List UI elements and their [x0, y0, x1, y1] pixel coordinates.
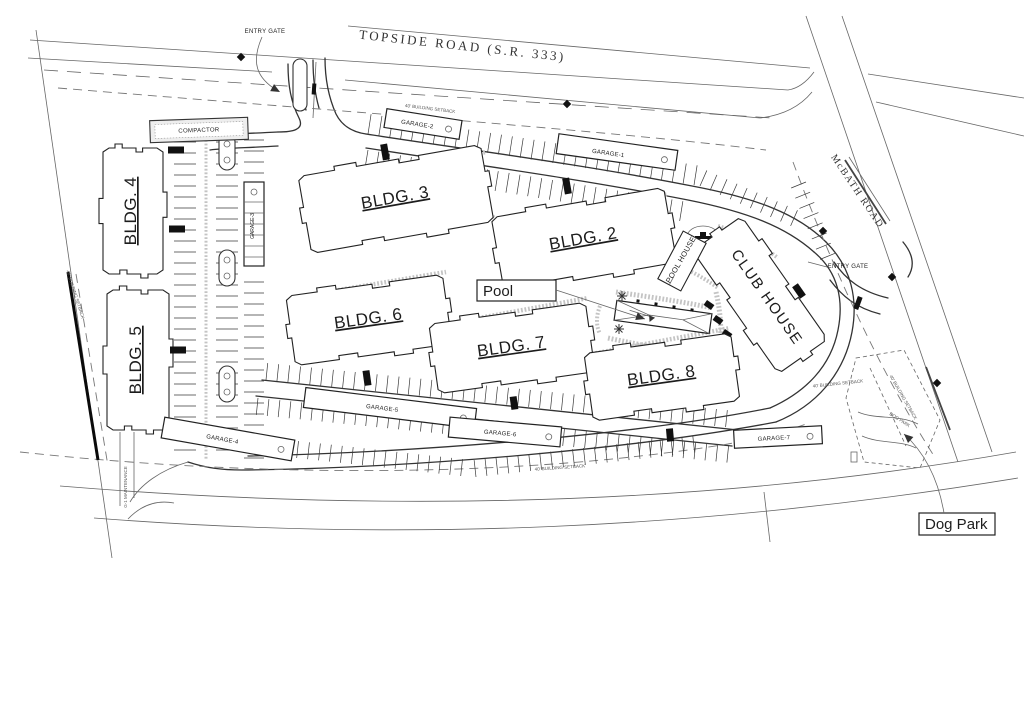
entry-gate-right-label: ENTRY GATE — [828, 264, 869, 270]
dog-park-leader-arrow — [904, 434, 914, 443]
garage-2-label: GARAGE-2 — [401, 119, 435, 130]
entry-gate-top-label: ENTRY GATE — [245, 29, 286, 35]
garage-5-label: GARAGE-5 — [366, 404, 400, 414]
garage-3-label: GARAGE-3 — [250, 213, 256, 239]
garage-4-label: GARAGE-4 — [206, 434, 240, 446]
dog-park-callout: Dog Park — [903, 433, 996, 536]
dog-park-callout-box — [918, 512, 996, 536]
pool-callout: Pool — [476, 279, 646, 321]
mcbath-road-label: McBATH ROAD — [828, 153, 886, 231]
entry-gate-right-leader — [807, 261, 828, 268]
entry-gate-top-leader — [255, 36, 280, 92]
bldg-5-label: BLDG. 5 — [126, 326, 145, 395]
roads-layer — [19, 15, 1024, 559]
setback-label-bottom: 40' BUILDING SETBACK — [534, 463, 585, 472]
setback-label-southeast: 40' BUILDING SETBACK — [812, 378, 863, 388]
setback-label-top: 40' BUILDING SETBACK — [405, 103, 456, 114]
buildings-layer — [98, 83, 863, 462]
garage-7-label: GARAGE-7 — [758, 435, 791, 443]
garage-1-label: GARAGE-1 — [592, 149, 626, 160]
pool-leader-arrow — [635, 312, 645, 321]
dog-park-callout-label: Dog Park — [925, 516, 988, 533]
compactor-label: COMPACTOR — [178, 127, 220, 134]
pool-callout-box — [476, 279, 557, 302]
maintenance-label: G-1 MAINTENANCE — [123, 466, 128, 508]
pool-leader-line — [555, 289, 646, 320]
garage-6-label: GARAGE-6 — [484, 430, 517, 439]
topside-road-label: TOPSIDE ROAD (S.R. 333) — [358, 27, 566, 65]
pool-callout-label: Pool — [483, 283, 513, 300]
bldg-4-label: BLDG. 4 — [121, 177, 140, 246]
